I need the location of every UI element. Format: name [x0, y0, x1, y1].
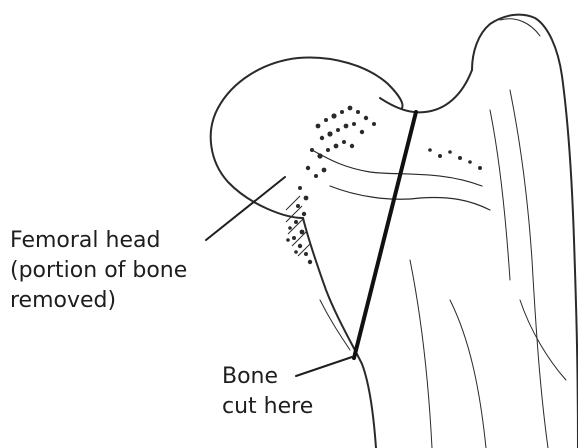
- inner-cortex-line-8: [500, 19, 540, 36]
- inner-cortex-line-5: [410, 260, 432, 448]
- femoral-head-label-line1: Femoral head: [10, 226, 187, 256]
- bone-cut-label-line2: cut here: [222, 392, 313, 422]
- greater-trochanter-outline: [472, 15, 578, 448]
- femoral-head-leader: [206, 177, 285, 240]
- inner-cortex-line-9: [320, 300, 350, 350]
- bone-cut-line: [354, 112, 416, 358]
- inner-cortex-line-2: [330, 186, 490, 210]
- femoral-head-outline: [211, 58, 403, 218]
- femoral-head-label: Femoral head (portion of bone removed): [10, 226, 187, 316]
- femoral-head-label-line2: (portion of bone: [10, 256, 187, 286]
- inner-cortex-line-7: [520, 300, 566, 380]
- inner-cortex-line-4: [490, 110, 510, 280]
- inner-cortex-line-6: [450, 300, 486, 448]
- inner-cortex-line-3: [510, 90, 548, 448]
- bone-cut-label: Bone cut here: [222, 362, 313, 422]
- bone-cut-label-line1: Bone: [222, 362, 313, 392]
- femoral-head-label-line3: removed): [10, 286, 187, 316]
